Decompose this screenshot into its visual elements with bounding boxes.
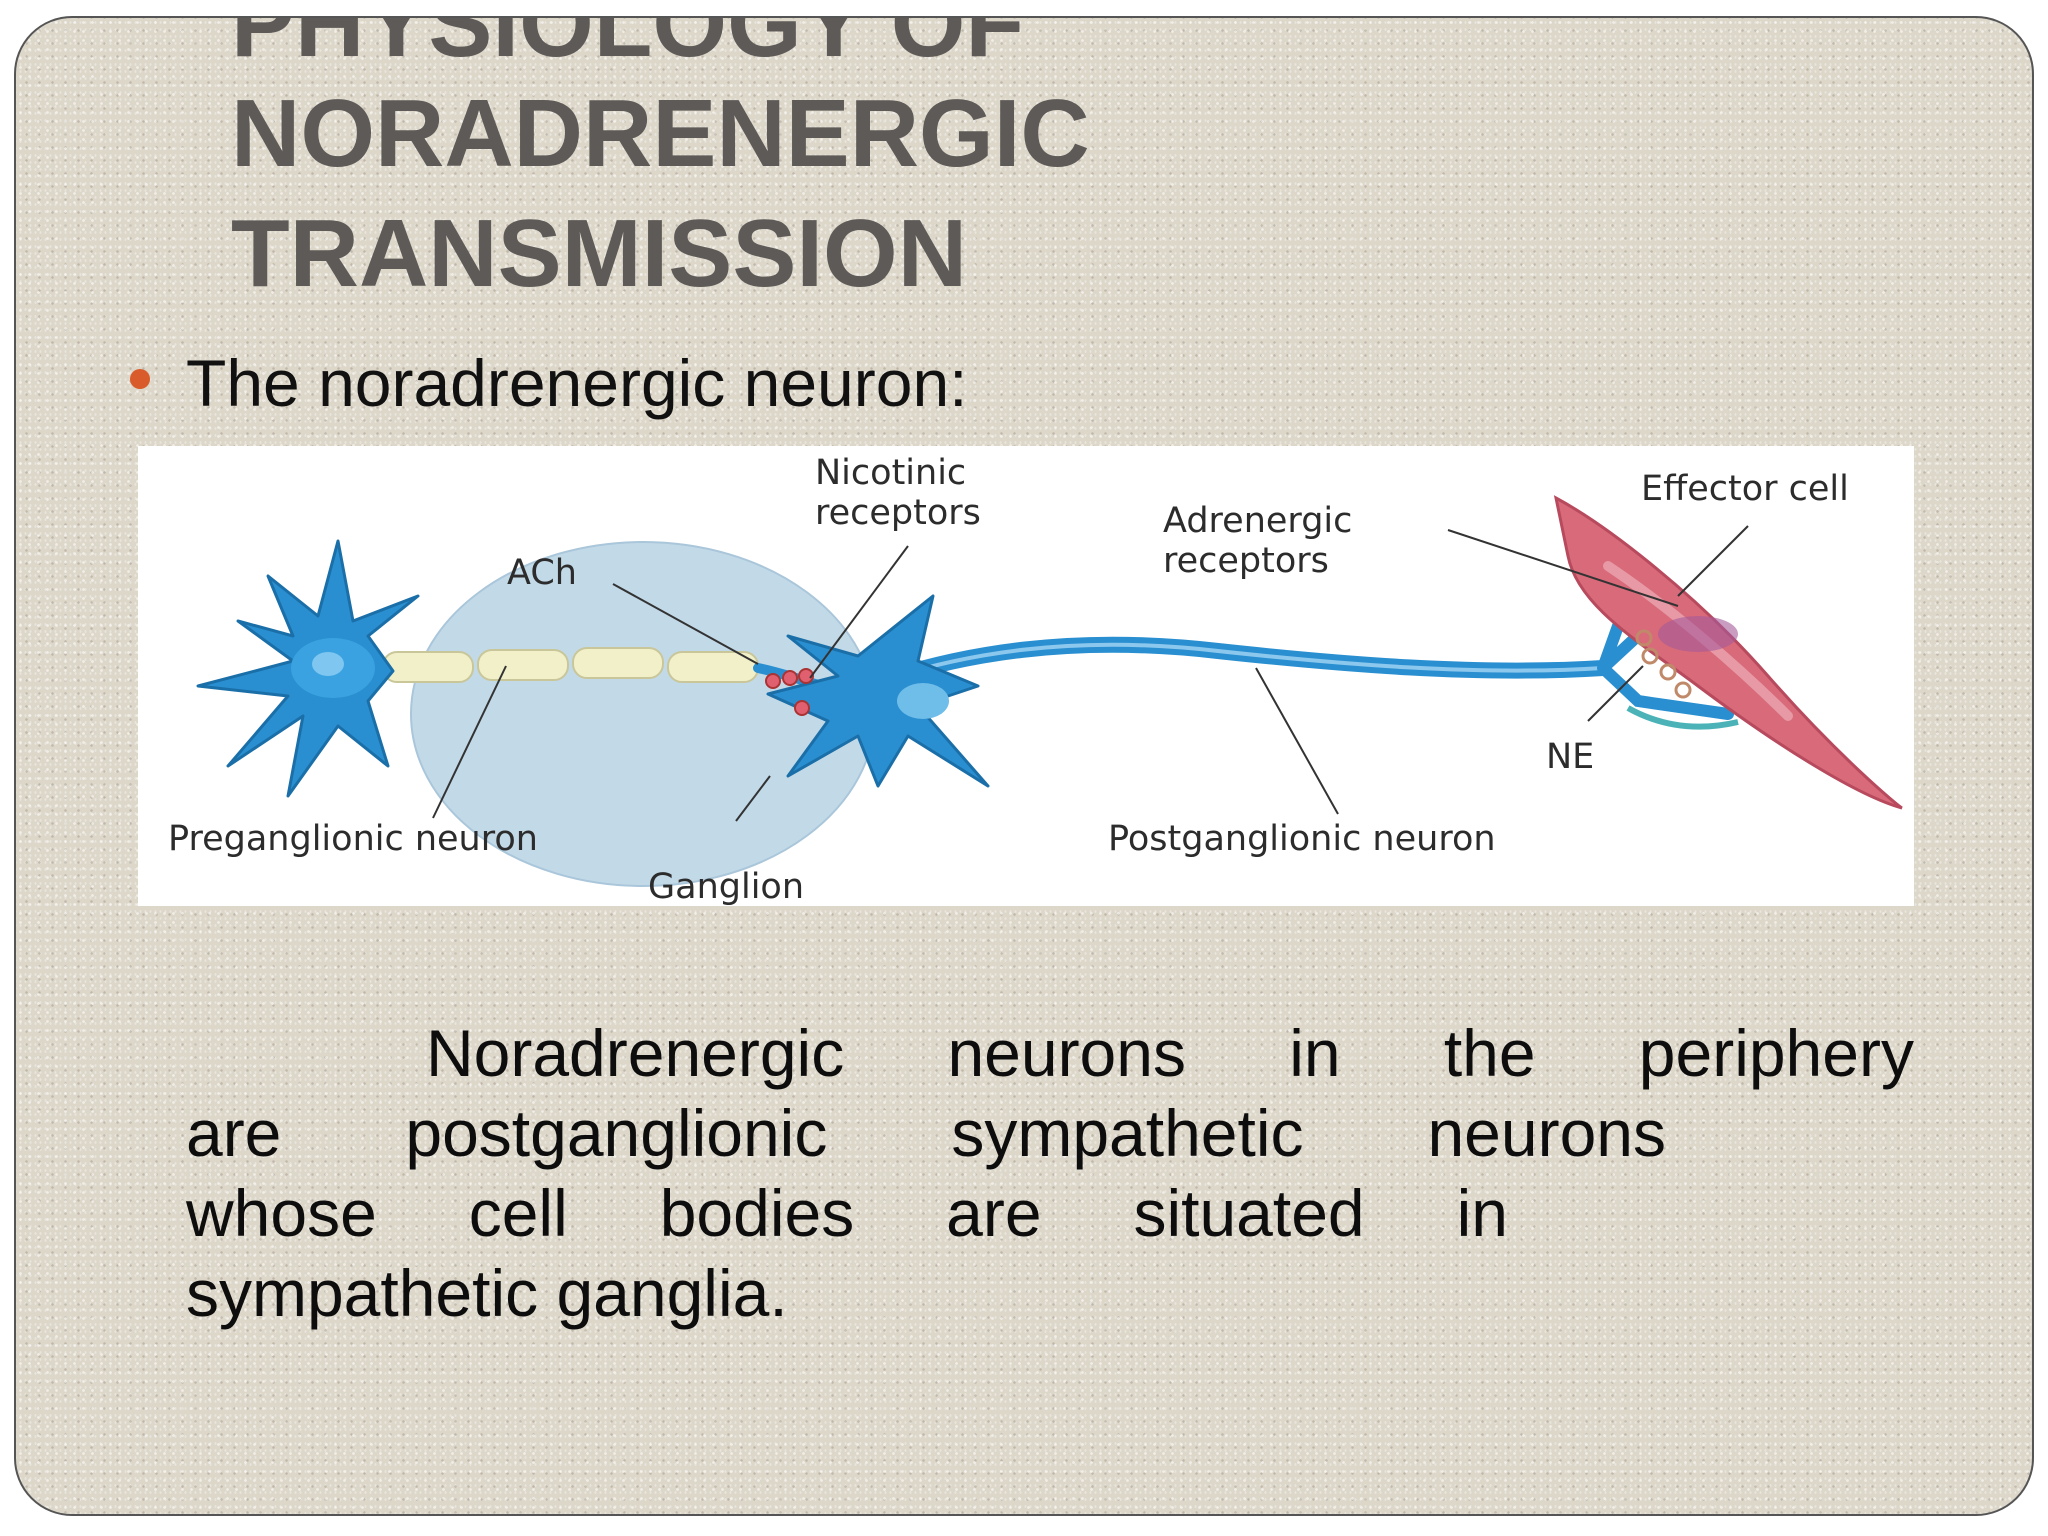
paragraph-word: in [1289,1016,1341,1090]
neuron-diagram-svg: Nicotinic receptors Effector cell Adrene… [168,453,1903,906]
ach-vesicle [794,700,810,716]
label-postganglionic-neuron: Postganglionic neuron [1108,819,1496,859]
ne-leader-line [1587,665,1644,722]
label-preganglionic-neuron: Preganglionic neuron [168,819,538,859]
label-adrenergic-line2: receptors [1163,541,1329,581]
leader-lines [432,525,1749,822]
paragraph-word: are [946,1176,1042,1250]
paragraph-word: whose [186,1176,377,1250]
ne-vesicle [1641,647,1659,665]
paragraph-word: in [1456,1176,1508,1250]
terminal-membrane [1626,705,1739,730]
postganglionic-cell-body [766,594,990,788]
preganglionic-leader-line [432,665,507,819]
effector-nucleus [1658,616,1738,652]
ne-vesicle [1674,681,1692,699]
ach-vesicle [765,673,781,689]
paragraph-word: postganglionic [405,1096,828,1170]
ach-vesicle [782,670,798,686]
slide-title-line-2: NORADRENERGIC [231,80,1090,187]
paragraph-word: neurons [947,1016,1186,1090]
preganglionic-cell-body [196,539,420,798]
postganglionic-axon-highlight [826,642,1605,703]
paragraph-word: situated [1133,1176,1365,1250]
paragraph-word: Noradrenergic [426,1016,845,1090]
paragraph-line-2: are postganglionic sympathetic neurons [186,1100,1666,1166]
label-ach: ACh [507,553,577,593]
neuron-diagram: Nicotinic receptors Effector cell Adrene… [138,446,1914,906]
ach-leader-line [612,583,759,665]
paragraph-word: cell [468,1176,568,1250]
paragraph-word: are [186,1096,282,1170]
paragraph-word: periphery [1638,1016,1914,1090]
paragraph-line-1: Noradrenergic neurons in the periphery [186,1020,1914,1086]
paragraph-word: bodies [659,1176,855,1250]
bullet-text: The noradrenergic neuron: [186,346,968,420]
slide-title-line-3: TRANSMISSION [231,200,968,307]
paragraph-word: sympathetic [951,1096,1304,1170]
ne-vesicle [1635,629,1653,647]
ganglion-leader-line [735,775,771,822]
paragraph-line-4: sympathetic ganglia. [186,1256,788,1330]
postganglionic-leader-line [1255,667,1339,815]
slide: PHYSIOLOGY OF NORADRENERGIC TRANSMISSION… [14,16,2034,1516]
label-nicotinic-line2: receptors [815,493,981,533]
label-ganglion: Ganglion [648,867,804,906]
slide-title-line-1: PHYSIOLOGY OF [231,16,1025,77]
ach-vesicle [798,668,814,684]
adrenergic-leader-line [1447,529,1679,607]
paragraph-word: the [1443,1016,1536,1090]
paragraph-word: neurons [1427,1096,1666,1170]
bullet-dot-icon [130,369,150,389]
label-adrenergic-line1: Adrenergic [1163,501,1352,541]
nicotinic-leader-line [809,545,909,679]
label-ne: NE [1546,737,1594,777]
label-effector-cell: Effector cell [1641,469,1849,509]
paragraph-line-3: whose cell bodies are situated in [186,1180,1508,1246]
label-nicotinic-line1: Nicotinic [815,453,966,493]
ne-vesicle [1659,663,1677,681]
effector-leader-line [1677,525,1749,597]
myelin-sheath [382,647,759,683]
